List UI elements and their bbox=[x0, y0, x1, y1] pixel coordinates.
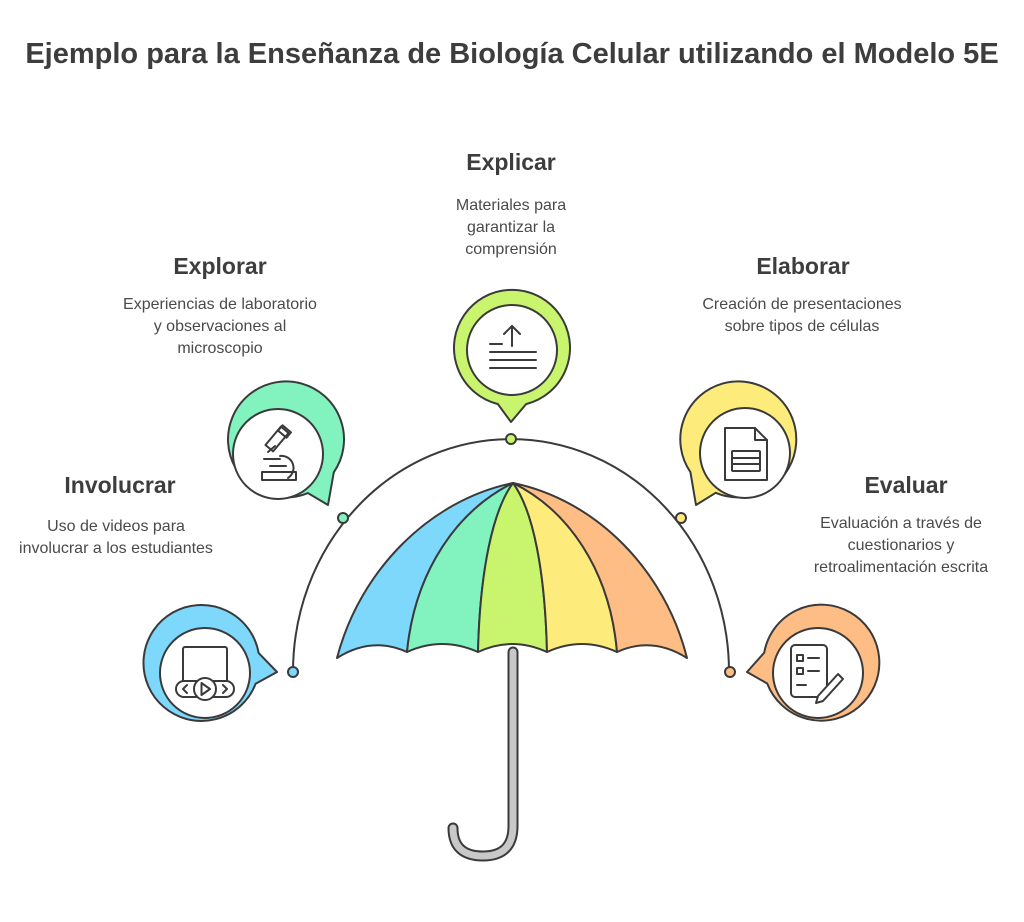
umbrella-handle bbox=[447, 646, 519, 862]
stage-bubble-explorar bbox=[227, 380, 345, 506]
stage-bubble-involucrar bbox=[142, 603, 278, 722]
stage-desc-involucrar: Uso de videos para involucrar a los estu… bbox=[19, 518, 213, 557]
stage-desc-elaborar: Creación de presentaciones sobre tipos d… bbox=[702, 296, 902, 335]
connector-dot-explorar bbox=[337, 512, 349, 524]
video-play-icon bbox=[175, 646, 235, 701]
connector-dot-explicar bbox=[505, 433, 517, 445]
microscope-icon bbox=[261, 424, 297, 481]
file-presentation-icon bbox=[724, 427, 768, 481]
stage-desc-explicar: Materiales para garantizar la comprensió… bbox=[455, 197, 567, 258]
umbrella-handle-fill bbox=[449, 648, 517, 860]
connector-dot-elaborar bbox=[675, 512, 687, 524]
page-title: Ejemplo para la Enseñanza de Biología Ce… bbox=[25, 38, 999, 70]
stage-title-explicar: Explicar bbox=[466, 149, 556, 175]
checklist-pencil-icon bbox=[790, 644, 844, 704]
upload-document-icon bbox=[489, 325, 537, 369]
stage-bubble-evaluar bbox=[746, 603, 881, 722]
stage-bubble-explicar bbox=[453, 288, 571, 423]
connector-dot-evaluar bbox=[724, 666, 736, 678]
stage-desc-evaluar: Evaluación a través de cuestionarios y r… bbox=[813, 515, 989, 576]
umbrella-canopy bbox=[336, 482, 688, 659]
stage-desc-explorar: Experiencias de laboratorio y observacio… bbox=[123, 296, 317, 357]
stage-title-elaborar: Elaborar bbox=[756, 253, 850, 279]
canopy-panel-evaluar bbox=[512, 482, 688, 659]
stage-bubble-elaborar bbox=[679, 380, 798, 506]
stage-title-evaluar: Evaluar bbox=[864, 472, 948, 498]
connector-dot-involucrar bbox=[287, 666, 299, 678]
stage-title-involucrar: Involucrar bbox=[64, 472, 176, 498]
stage-title-explorar: Explorar bbox=[173, 253, 267, 279]
